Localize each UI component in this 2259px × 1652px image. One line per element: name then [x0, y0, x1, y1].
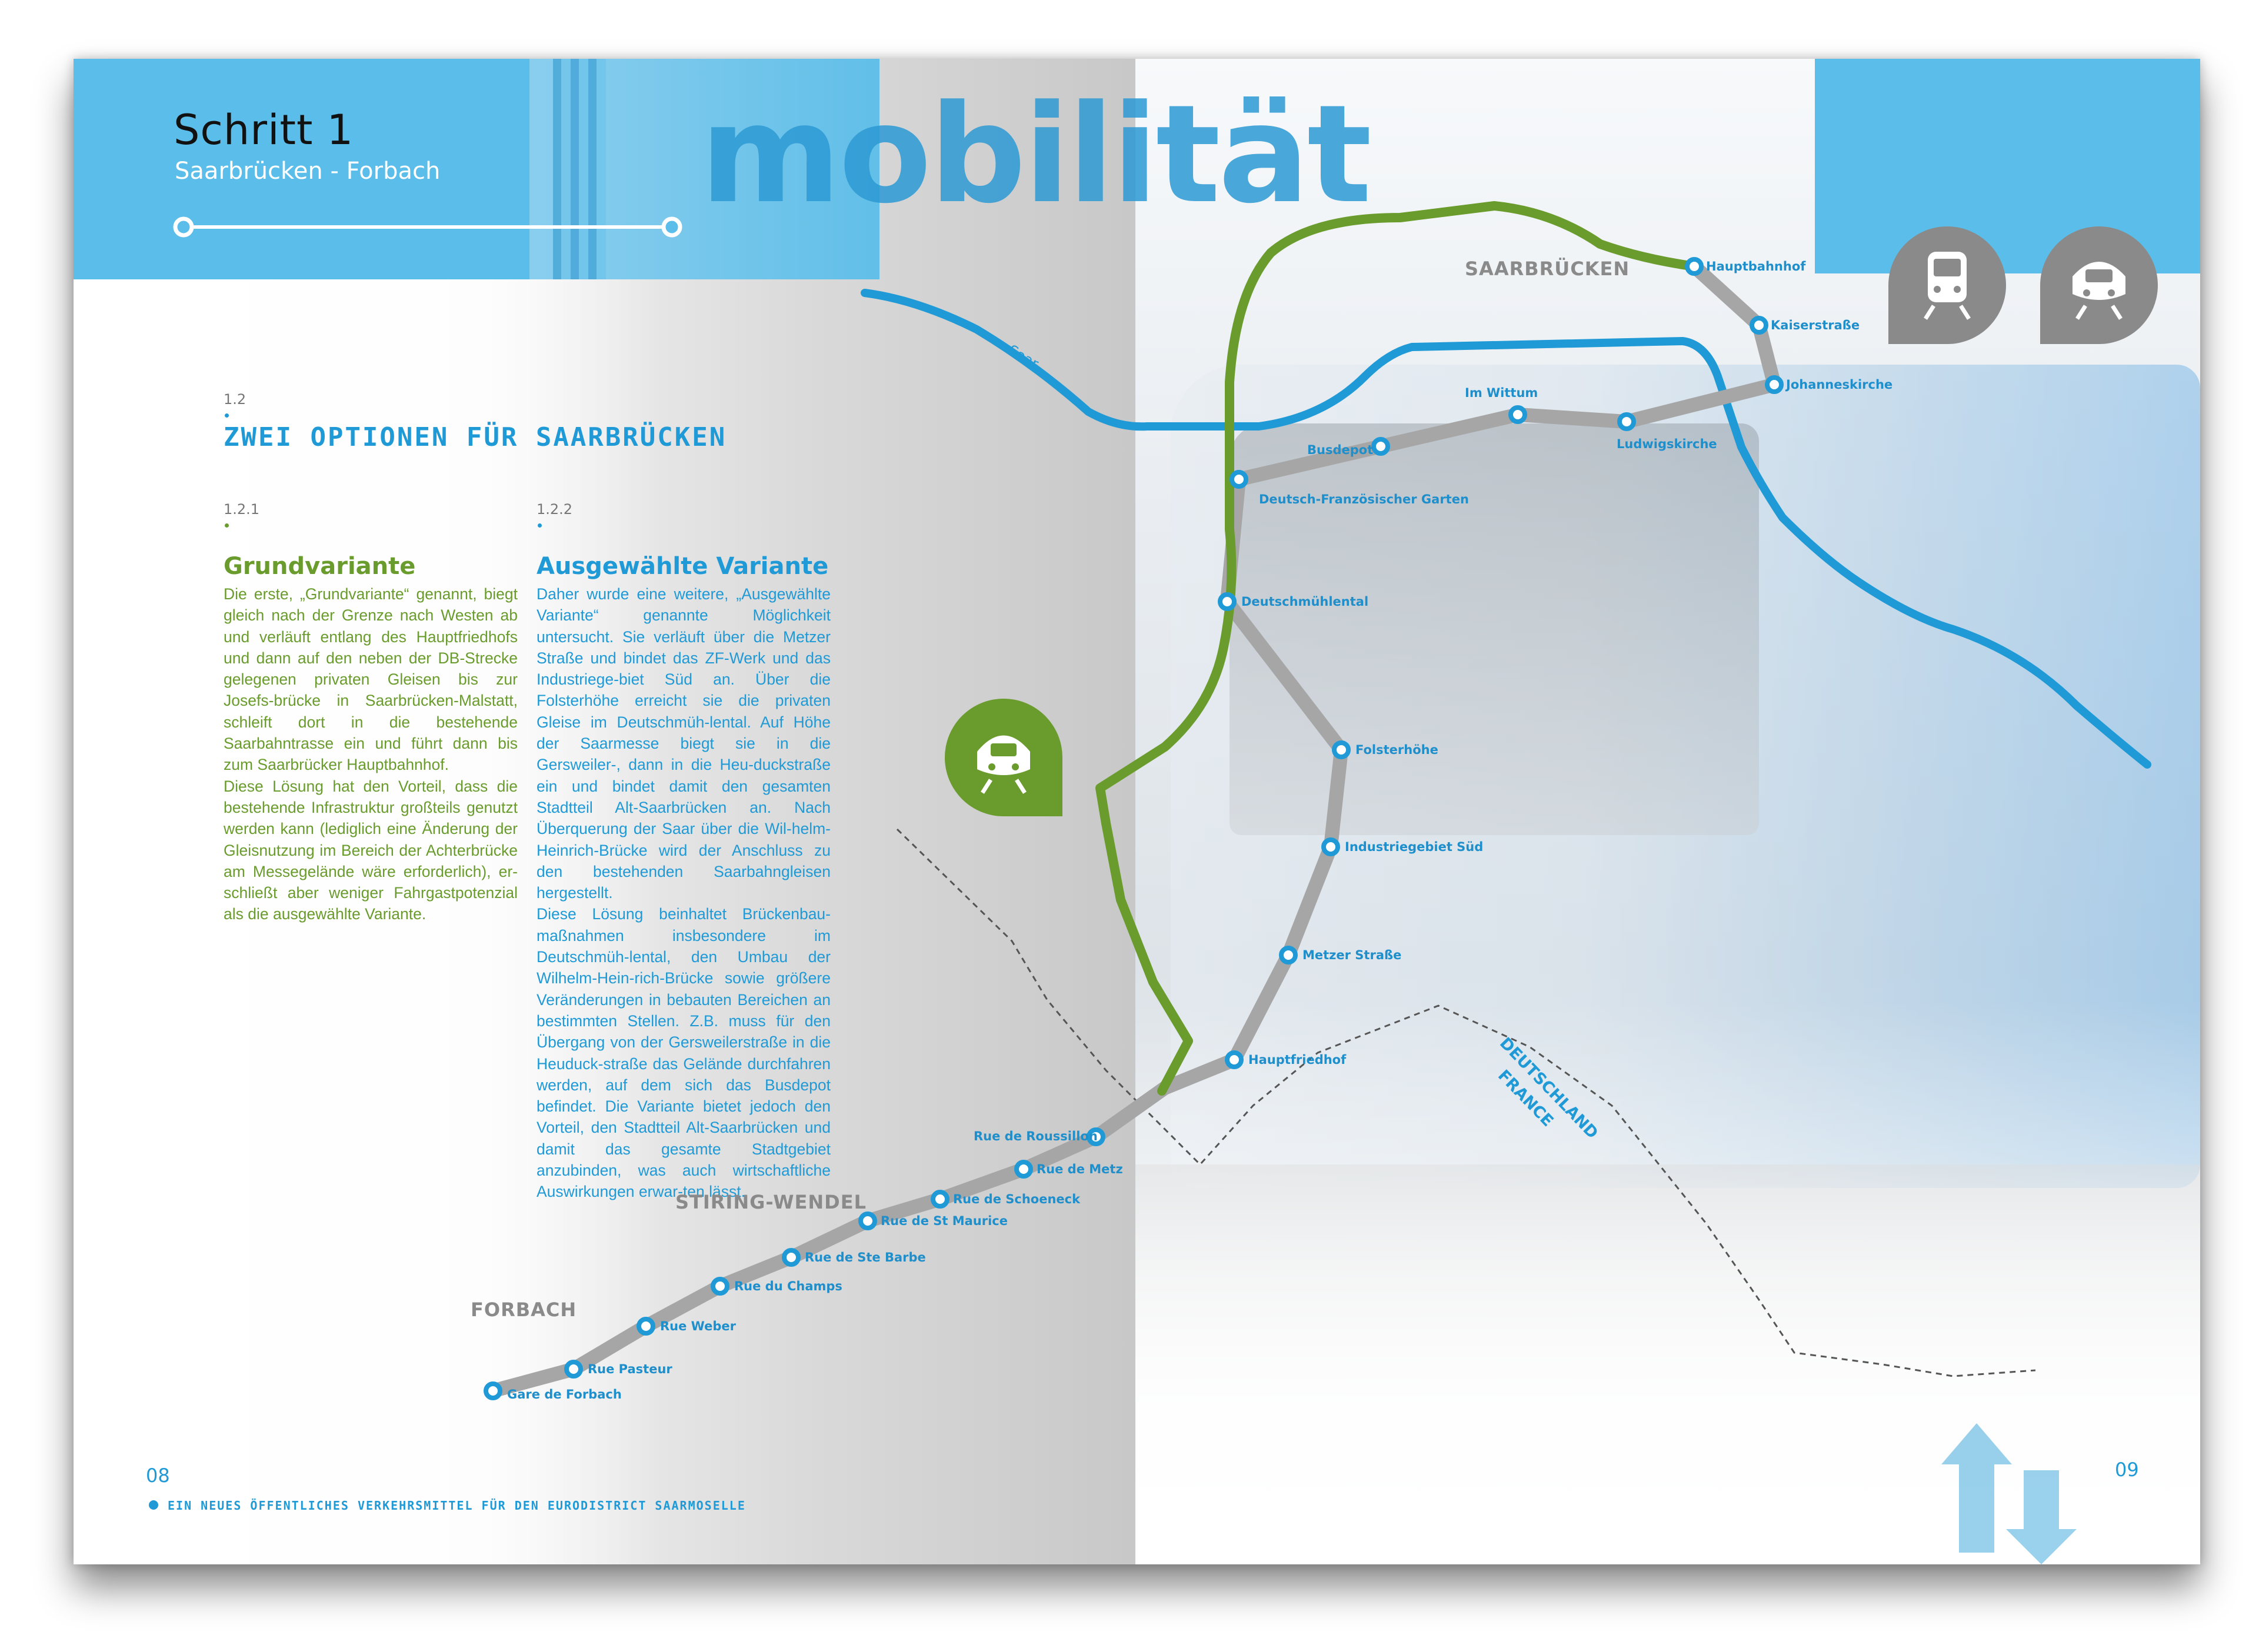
station-marker — [1765, 375, 1784, 394]
station-marker — [1279, 946, 1298, 964]
station-label: Deutschmühlental — [1241, 595, 1368, 609]
station-label: Industriegebiet Süd — [1345, 840, 1483, 854]
station-label: Rue de Metz — [1037, 1162, 1123, 1176]
photo-fade — [1135, 1000, 2200, 1564]
station-label: Kaiserstraße — [1771, 318, 1860, 332]
line-ausgewaehlte — [486, 259, 1781, 1398]
variant-b-title: Ausgewählte Variante — [537, 553, 829, 580]
station-label: Gare de Forbach — [507, 1387, 622, 1401]
station-label: Johanneskirche — [1785, 378, 1893, 392]
saar-river — [861, 289, 2151, 769]
station-marker — [1750, 316, 1768, 335]
bus-windshield-shape — [1230, 423, 1759, 835]
station-marker — [1685, 257, 1704, 276]
timeline-connector — [173, 216, 682, 238]
station-marker — [564, 1360, 583, 1379]
station-marker — [1321, 837, 1340, 856]
line-grundvariante — [1095, 201, 1699, 1096]
station-label: Rue de Schoeneck — [953, 1192, 1081, 1206]
city-label-stiring-wendel: STIRING-WENDEL — [675, 1191, 867, 1213]
train-icon — [2040, 226, 2158, 344]
station-marker — [1332, 740, 1351, 759]
background-word: mobilität — [700, 76, 1372, 233]
station-marker — [782, 1248, 801, 1267]
left-page-fade — [74, 276, 662, 1564]
footer-dot — [149, 1500, 158, 1510]
variant-a-text: Die erste, „Grundvariante“ genannt, bieg… — [224, 583, 518, 925]
station-label: Hauptfriedhof — [1248, 1053, 1347, 1067]
section-title: ZWEI OPTIONEN FÜR SAARBRÜCKEN — [224, 422, 727, 452]
page-subtitle: Saarbrücken - Forbach — [175, 158, 441, 185]
variant-b-text: Daher wurde eine weitere, „Ausgewählte V… — [537, 583, 831, 1203]
variant-a-dot — [225, 523, 229, 528]
station-label: Rue de Roussillon — [974, 1129, 1098, 1143]
station-label: Rue Weber — [660, 1319, 737, 1333]
stations — [484, 257, 1784, 1400]
variant-b-number: 1.2.2 — [537, 501, 573, 518]
station-marker — [637, 1317, 655, 1336]
station-marker — [1218, 592, 1237, 611]
station-marker — [484, 1381, 502, 1400]
station-label: Deutsch-Französischer Garten — [1259, 492, 1469, 506]
station-label: Rue du Champs — [734, 1279, 842, 1293]
station-marker — [1225, 1050, 1244, 1069]
border-line — [896, 828, 2036, 1377]
station-label: Rue de St Maurice — [881, 1214, 1008, 1228]
tram-icon — [945, 699, 1062, 816]
header-stripes — [553, 59, 606, 279]
station-marker — [858, 1212, 877, 1230]
page-number-left: 08 — [146, 1464, 170, 1487]
station-marker — [1087, 1127, 1105, 1146]
station-label: Folsterhöhe — [1355, 743, 1438, 757]
station-label: Metzer Straße — [1302, 948, 1401, 962]
city-label-forbach: FORBACH — [471, 1299, 577, 1321]
variant-a-number: 1.2.1 — [224, 501, 260, 518]
station-marker — [1371, 437, 1390, 456]
variant-a-title: Grundvariante — [224, 553, 416, 580]
variant-b-dot — [538, 523, 542, 528]
section-number: 1.2 — [224, 391, 246, 408]
station-marker — [711, 1277, 729, 1296]
right-header-band — [1815, 59, 2200, 273]
station-label: Rue Pasteur — [588, 1362, 672, 1376]
city-label-saarbruecken: SAARBRÜCKEN — [1465, 258, 1630, 280]
footer-text: EIN NEUES ÖFFENTLICHES VERKEHRSMITTEL FÜ… — [168, 1499, 746, 1513]
variant-a-paragraph: Die erste, „Grundvariante“ genannt, bieg… — [224, 585, 518, 774]
page-number-right: 09 — [2115, 1459, 2139, 1481]
station-marker — [1014, 1160, 1033, 1179]
station-label: Im Wittum — [1465, 386, 1538, 400]
variant-a-paragraph: Diese Lösung hat den Vorteil, dass die b… — [224, 777, 518, 923]
section-dot — [225, 413, 229, 418]
station-marker — [1617, 412, 1636, 431]
station-label: Busdepot — [1307, 443, 1373, 457]
station-label: Rue de Ste Barbe — [805, 1250, 926, 1264]
page-title: Schritt 1 — [174, 106, 354, 154]
arrows-icon — [1941, 1423, 2077, 1564]
station-label: Ludwigskirche — [1617, 437, 1717, 451]
station-marker — [1230, 470, 1248, 489]
variant-b-paragraph: Diese Lösung beinhaltet Brückenbau-maßna… — [537, 905, 831, 1201]
station-label: Hauptbahnhof — [1706, 259, 1806, 273]
station-marker — [931, 1190, 949, 1209]
station-marker — [1508, 405, 1527, 424]
tram-icon — [1888, 226, 2006, 344]
variant-b-paragraph: Daher wurde eine weitere, „Ausgewählte V… — [537, 585, 831, 902]
